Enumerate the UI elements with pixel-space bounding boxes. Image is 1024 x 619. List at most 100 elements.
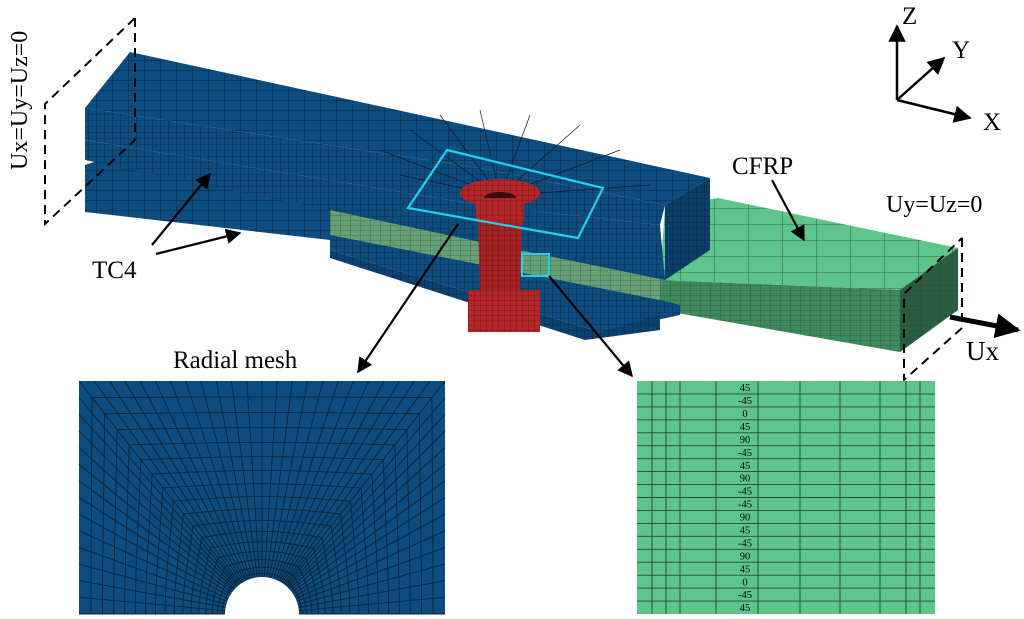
radial-mesh-ray (296, 547, 446, 602)
ply-angle-label: -45 (738, 538, 752, 549)
radial-mesh-ring (90, 396, 434, 615)
ply-angle-label: 45 (740, 422, 751, 433)
ply-angle-label: -45 (738, 590, 752, 601)
radial-mesh-ray (78, 497, 232, 595)
radial-mesh-ray (78, 463, 234, 591)
radial-mesh-ring (173, 508, 351, 615)
tc4-label: TC4 (92, 257, 137, 284)
radial-mesh-ray (298, 580, 446, 608)
radial-mesh-ring (205, 550, 319, 615)
ply-angle-label: 45 (740, 603, 751, 614)
ply-angle-label: 90 (740, 551, 751, 562)
ply-angle-label: 45 (740, 383, 751, 394)
cfrp-label: CFRP (732, 153, 794, 180)
symmetry-boundary-label: Uy=Uz=0 (886, 192, 983, 218)
radial-mesh-ray (78, 447, 235, 590)
ply-angle-label: -45 (738, 487, 752, 498)
ply-angle-label: 45 (740, 564, 751, 575)
radial-mesh-ray (109, 380, 243, 584)
radial-mesh-ray (78, 580, 226, 608)
inset-radial-mesh (78, 380, 446, 615)
bolt (460, 179, 540, 332)
load-label: Ux (966, 336, 999, 366)
annotation-arrows (151, 172, 805, 378)
radial-mesh-ray (291, 480, 446, 593)
fixed-boundary-label: Ux=Uy=Uz=0 (7, 30, 33, 170)
radial-mesh-ring (211, 559, 313, 615)
radial-mesh-ray (284, 380, 446, 586)
axis-z-label: Z (902, 3, 918, 30)
radial-mesh-ray (185, 380, 251, 579)
radial-mesh-ray (295, 530, 446, 600)
radial-mesh-ray (290, 463, 446, 591)
radial-mesh-ray (281, 380, 415, 584)
radial-mesh-ray (93, 380, 241, 585)
ply-angle-label: -45 (738, 500, 752, 511)
load-arrow (949, 313, 1021, 339)
radial-mesh-ray (78, 530, 229, 600)
ply-angle-label: -45 (738, 448, 752, 459)
axis-x-label: X (983, 109, 1002, 136)
radial-mesh-ring (221, 572, 303, 615)
symmetry-boundary-plane (903, 237, 963, 383)
radial-mesh-ray (170, 380, 249, 580)
radial-mesh-ray (294, 513, 446, 597)
radial-mesh-ray (286, 413, 446, 588)
radial-mesh-ray (287, 430, 446, 589)
radial-mesh-ring (102, 412, 422, 615)
radial-mesh-ray (78, 413, 238, 588)
radial-mesh-ring (198, 541, 326, 615)
axis-y-label: Y (952, 37, 971, 64)
radial-mesh-ray (275, 380, 354, 580)
radial-mesh-label: Radial mesh (173, 347, 298, 374)
radial-mesh-ray (292, 497, 446, 595)
radial-mesh-ray (78, 480, 233, 593)
radial-mesh-ray (263, 380, 278, 578)
radial-mesh-ray (215, 380, 256, 578)
radial-mesh-ray (289, 447, 446, 590)
highlight-radial-region (406, 148, 605, 240)
radial-mesh-ring (113, 427, 411, 615)
radial-mesh-ray (124, 380, 244, 583)
radial-mesh-ray (278, 380, 385, 582)
ply-angle-label: 90 (740, 513, 751, 524)
radial-mesh-ray (200, 380, 254, 579)
radial-mesh-ray (283, 380, 431, 585)
radial-mesh-ray (285, 397, 446, 587)
ply-angle-label: 90 (740, 435, 751, 446)
fixed-boundary-plane (44, 17, 136, 227)
radial-mesh-ray (246, 380, 261, 578)
radial-mesh-ray (78, 430, 237, 589)
radial-mesh-ray (280, 380, 400, 583)
radial-mesh-ring (182, 519, 342, 615)
radial-mesh-ring (124, 441, 400, 615)
radial-mesh-ray (139, 380, 246, 582)
radial-mesh-ray (297, 563, 446, 605)
ply-angle-label: 45 (740, 461, 751, 472)
radial-mesh-ring (134, 456, 390, 615)
radial-mesh-ray (154, 380, 247, 581)
radial-mesh-ray (231, 380, 258, 578)
radial-mesh-ray (273, 380, 339, 579)
ply-angle-label: 90 (740, 474, 751, 485)
ply-angle-label: 45 (740, 525, 751, 536)
radial-mesh-ray (298, 596, 446, 612)
coordinate-axes (888, 24, 972, 123)
radial-mesh-ray (78, 380, 240, 586)
highlight-ply-region (521, 253, 550, 277)
radial-mesh-ring (164, 496, 360, 615)
radial-mesh-ray (78, 397, 239, 587)
radial-mesh-ray (78, 563, 227, 605)
radial-mesh-ray (266, 380, 293, 578)
radial-mesh-ray (277, 380, 370, 581)
radial-mesh-ring (155, 483, 369, 615)
radial-mesh-ring (217, 566, 307, 615)
radial-mesh-ray (78, 547, 228, 602)
radial-mesh-ray (78, 513, 230, 597)
ply-angle-label: -45 (738, 396, 752, 407)
ply-angle-label: 0 (742, 577, 747, 588)
radial-mesh-ray (268, 380, 309, 578)
radial-mesh-ring (190, 530, 334, 615)
